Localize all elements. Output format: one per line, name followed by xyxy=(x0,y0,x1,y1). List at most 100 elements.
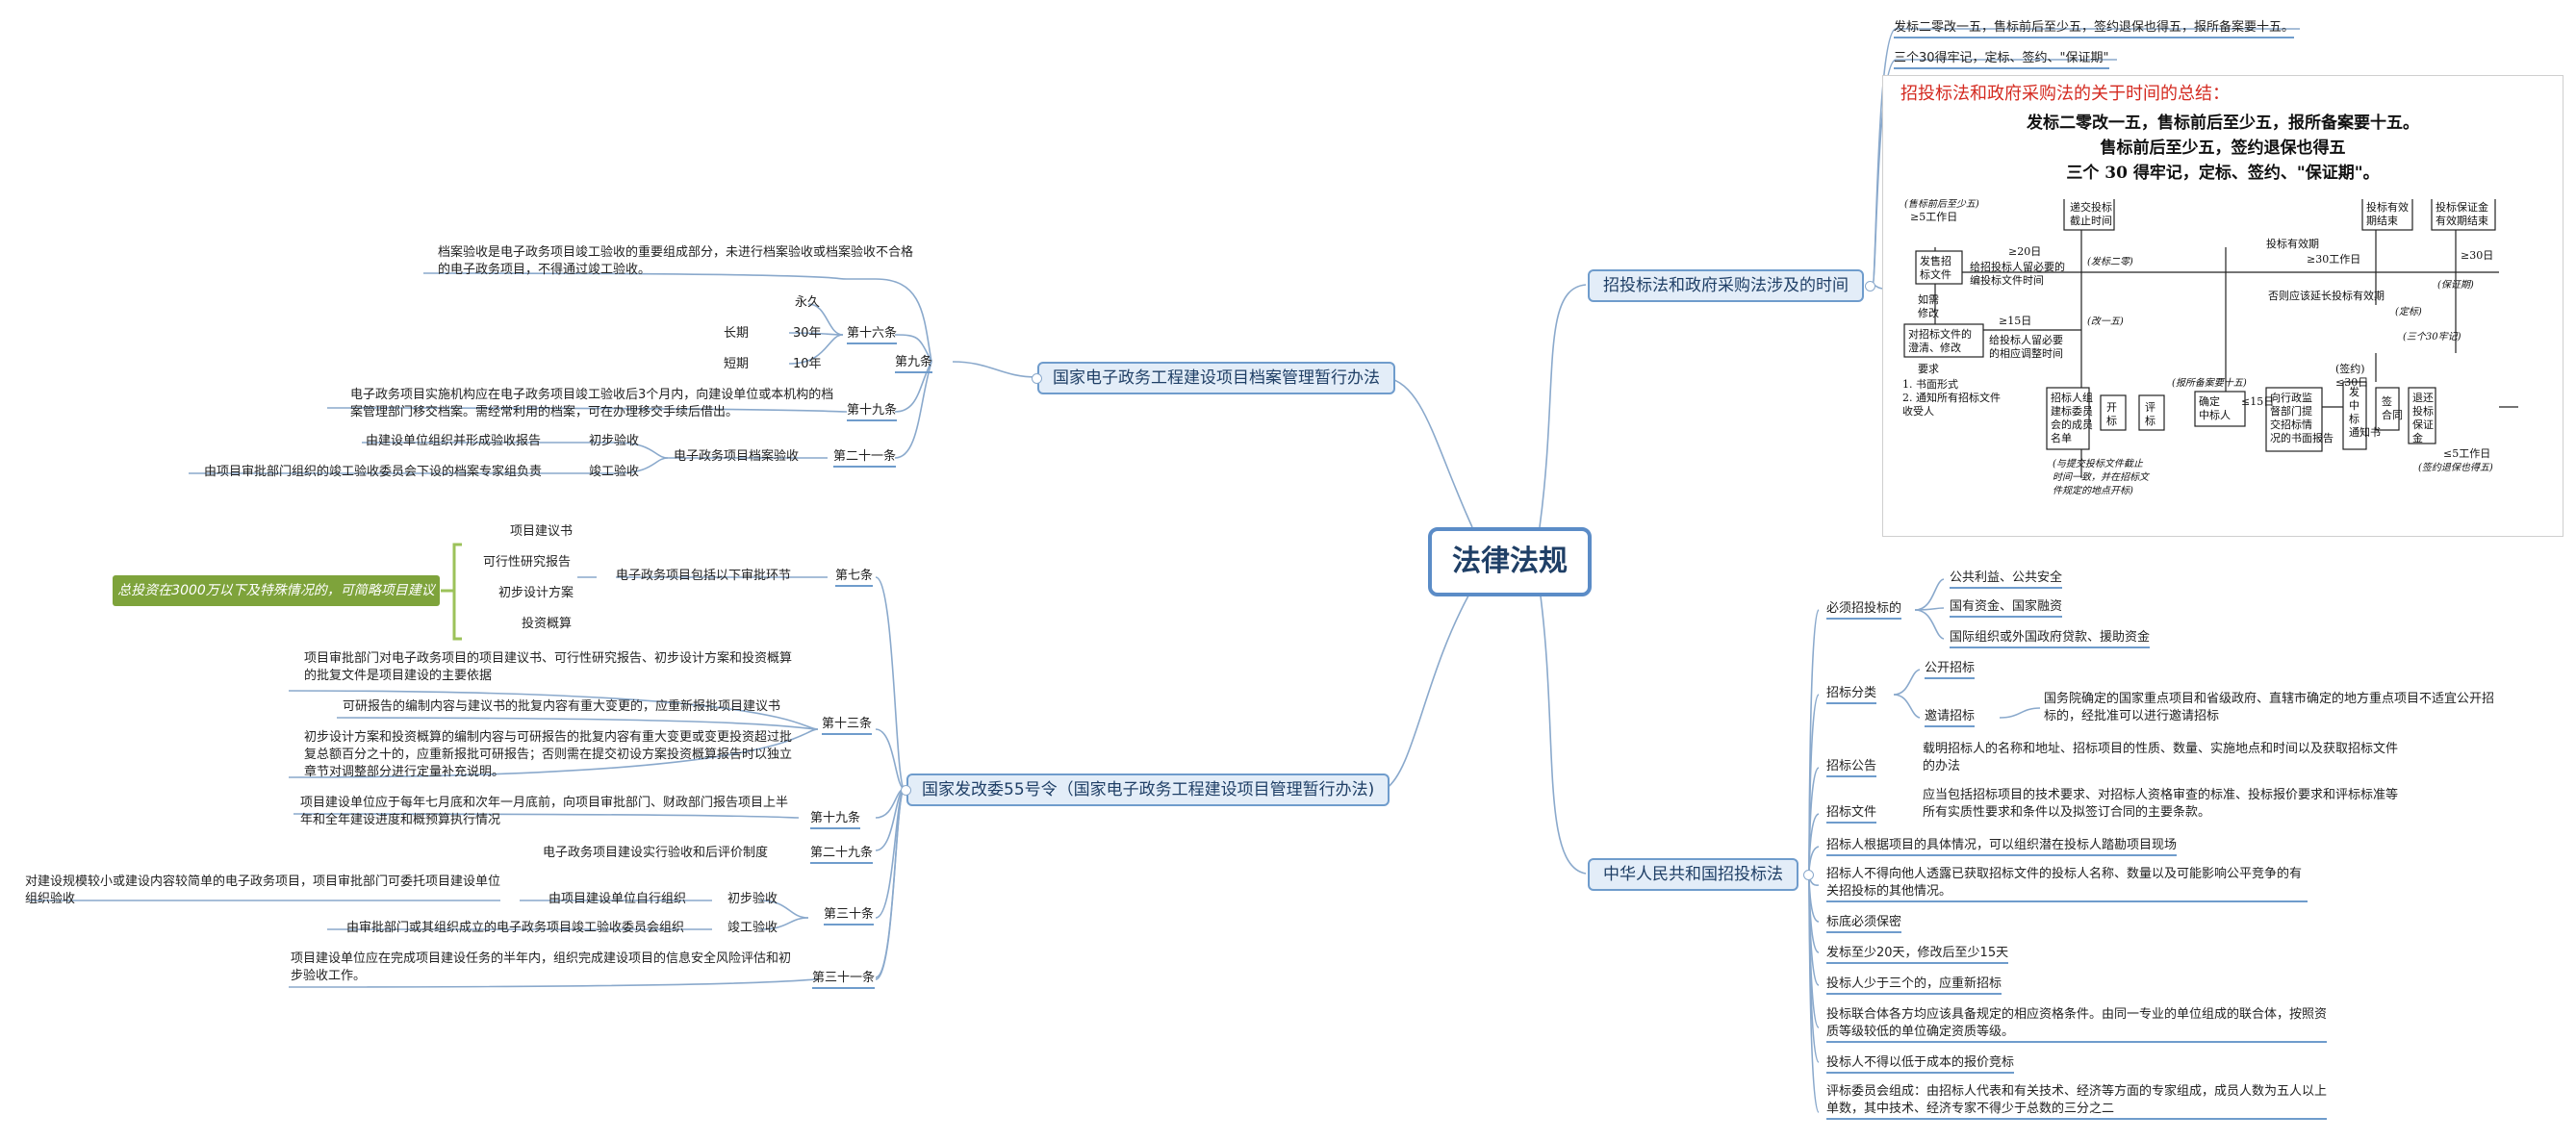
box-committee: 招标人组 xyxy=(2051,391,2093,404)
article-21-label[interactable]: 第二十一条 xyxy=(833,448,897,468)
article-31-text: 项目建设单位应在完成项目建设任务的半年内，组织完成建设项目的信息安全风险评估和初… xyxy=(291,951,792,983)
box-clarify: 对招标文件的 xyxy=(1908,327,1972,341)
svg-text:(保证期): (保证期) xyxy=(2437,279,2474,291)
svg-text:投标有效期: 投标有效期 xyxy=(2266,237,2319,250)
retention-long: 长期 xyxy=(724,326,750,341)
summary-line-1: 发标二零改一五，售标前后至少五，签约退保也得五，报所备案要十五。 xyxy=(1894,19,2295,38)
final-acceptance-text: 由审批部门或其组织成立的电子政务项目竣工验收委员会组织 xyxy=(346,921,685,935)
root-node[interactable]: 法律法规 xyxy=(1428,527,1592,596)
svg-text:(签约退保也得五): (签约退保也得五) xyxy=(2418,462,2493,473)
collapse-toggle-icon[interactable] xyxy=(1803,870,1814,880)
law-item-1: 招标人根据项目的具体情况，可以组织潜在投标人踏勘项目现场 xyxy=(1826,837,2178,856)
retention-short: 短期 xyxy=(724,357,750,371)
collapse-toggle-icon[interactable] xyxy=(1865,281,1875,292)
law-item-8: 评标委员会组成：由招标人代表和有关技术、经济等方面的专家组成，成员人数为五人以上… xyxy=(1826,1083,2327,1120)
branch-ndrc-order-55[interactable]: 国家发改委55号令（国家电子政务工程建设项目管理暂行办法) xyxy=(906,773,1390,806)
branch-bidding-time[interactable]: 招投标法和政府采购法涉及的时间 xyxy=(1588,269,1864,302)
svg-text:督部门提: 督部门提 xyxy=(2270,404,2312,418)
bid-docs-label[interactable]: 招标文件 xyxy=(1826,804,1877,824)
final-acceptance-text: 由项目审批部门组织的竣工验收委员会下设的档案专家组负责 xyxy=(204,465,543,479)
archive-acceptance: 电子政务项目档案验收 xyxy=(674,449,800,464)
figure-line-1: 发标二零改一五，售标前后至少五，报所备案要十五。 xyxy=(2027,114,2419,133)
article-9-label[interactable]: 第九条 xyxy=(895,354,933,373)
svg-text:给招投标人留必要的: 给招投标人留必要的 xyxy=(1970,260,2065,273)
article-19-text: 电子政务项目实施机构应在电子政务项目竣工验收后3个月内，向建设单位或本机构的档案… xyxy=(350,388,834,419)
svg-text:有效期结束: 有效期结束 xyxy=(2436,214,2488,227)
figure-title: 招投标法和政府采购法的关于时间的总结： xyxy=(1900,84,2230,104)
preliminary-acceptance-text: 由项目建设单位自行组织 xyxy=(548,892,687,906)
svg-text:件规定的地点开标): 件规定的地点开标) xyxy=(2053,485,2133,496)
box-refund-bond: 退还 xyxy=(2412,392,2434,404)
box-open: 开 xyxy=(2106,401,2117,414)
bid-notice-text: 载明招标人的名称和地址、招标项目的性质、数量、实施地点和时间以及获取招标文件的办… xyxy=(1923,742,2399,773)
step-feasibility: 可行性研究报告 xyxy=(483,555,572,570)
svg-text:投标: 投标 xyxy=(2412,404,2434,418)
collapse-toggle-icon[interactable] xyxy=(901,785,911,796)
step-proposal: 项目建议书 xyxy=(510,524,574,539)
box-report: 向行政监 xyxy=(2270,391,2312,404)
bid-docs-text: 应当包括招标项目的技术要求、对招标人资格审查的标准、投标报价要求和评标标准等所有… xyxy=(1923,788,2399,820)
svg-text:合同: 合同 xyxy=(2382,408,2403,421)
collapse-toggle-icon[interactable] xyxy=(1032,373,1042,384)
svg-text:中: 中 xyxy=(2349,399,2359,412)
invited-bidding-text: 国务院确定的国家重点项目和省级政府、直辖市确定的地方重点项目不适宜公开招标的，经… xyxy=(2044,692,2495,723)
svg-text:(定标): (定标) xyxy=(2395,306,2422,317)
article-19-label[interactable]: 第十九条 xyxy=(847,402,898,421)
open-bidding: 公开招标 xyxy=(1925,660,1976,679)
svg-text:期结束: 期结束 xyxy=(2366,215,2398,227)
article-9-text: 档案验收是电子政务项目竣工验收的重要组成部分，未进行档案验收或档案验收不合格的电… xyxy=(438,245,914,277)
article-13-label[interactable]: 第十三条 xyxy=(822,716,873,735)
svg-text:中标人: 中标人 xyxy=(2199,408,2231,421)
svg-text:修改: 修改 xyxy=(1918,306,1939,319)
article-29-text: 电子政务项目建设实行验收和后评价制度 xyxy=(543,846,769,860)
svg-text:≥5工作日: ≥5工作日 xyxy=(1910,211,1957,223)
svg-text:≥30工作日: ≥30工作日 xyxy=(2307,253,2360,266)
svg-text:标: 标 xyxy=(2349,412,2359,425)
box-evaluate: 评 xyxy=(2145,401,2155,414)
article-7-text: 电子政务项目包括以下审批环节 xyxy=(616,569,792,583)
svg-text:要求: 要求 xyxy=(1918,363,1939,375)
article-19-label[interactable]: 第十九条 xyxy=(810,810,861,829)
box-bid-deadline: 递交投标 xyxy=(2070,200,2112,214)
svg-text:标: 标 xyxy=(2145,414,2155,427)
branch-archive-management[interactable]: 国家电子政务工程建设项目档案管理暂行办法 xyxy=(1037,362,1395,394)
svg-text:(与提交投标文件截止: (与提交投标文件截止 xyxy=(2053,458,2144,469)
law-item-4: 发标至少20天，修改后至少15天 xyxy=(1826,945,2009,964)
bid-notice-label[interactable]: 招标公告 xyxy=(1826,758,1877,777)
law-item-6: 投标联合体各方均应该具备规定的相应资格条件。由同一专业的单位组成的联合体，按照资… xyxy=(1826,1006,2327,1043)
retention-forever: 永久 xyxy=(795,295,821,310)
article-30-label[interactable]: 第三十条 xyxy=(824,906,875,925)
preliminary-acceptance-text: 由建设单位组织并形成验收报告 xyxy=(366,434,542,448)
svg-text:否则应该延长投标有效期: 否则应该延长投标有效期 xyxy=(2268,289,2385,302)
must-bid-label[interactable]: 必须招投标的 xyxy=(1826,600,1902,620)
bid-classification-label[interactable]: 招标分类 xyxy=(1826,685,1877,704)
time-summary-figure: 招投标法和政府采购法的关于时间的总结： 发标二零改一五，售标前后至少五，报所备案… xyxy=(1882,75,2563,537)
svg-text:保证: 保证 xyxy=(2412,418,2434,431)
box-validity-end: 投标有效 xyxy=(2366,200,2409,214)
branch-bidding-law[interactable]: 中华人民共和国招投标法 xyxy=(1588,858,1798,891)
preliminary-acceptance-label: 初步验收 xyxy=(589,434,640,448)
law-item-3: 标底必须保密 xyxy=(1826,914,1902,933)
svg-text:给投标人留必要: 给投标人留必要 xyxy=(1989,333,2063,346)
final-acceptance-label: 竣工验收 xyxy=(727,921,778,935)
law-item-2: 招标人不得向他人透露已获取招标文件的投标人名称、数量以及可能影响公平竞争的有关招… xyxy=(1826,866,2308,902)
svg-text:(改一五): (改一五) xyxy=(2087,316,2124,327)
svg-text:编投标文件时间: 编投标文件时间 xyxy=(1970,273,2044,287)
must-bid-item-3: 国际组织或外国政府贷款、援助资金 xyxy=(1950,629,2151,648)
svg-text:1. 书面形式: 1. 书面形式 xyxy=(1902,378,1958,391)
svg-text:(报所备案要十五): (报所备案要十五) xyxy=(2172,377,2247,389)
svg-text:标: 标 xyxy=(2106,414,2117,427)
svg-text:≤5工作日: ≤5工作日 xyxy=(2443,447,2490,460)
article-31-label[interactable]: 第三十一条 xyxy=(812,970,876,989)
article-7-label[interactable]: 第七条 xyxy=(835,568,874,587)
svg-text:≥20日: ≥20日 xyxy=(2008,245,2041,258)
box-award-notice: 发 xyxy=(2349,385,2359,398)
svg-text:的相应调整时间: 的相应调整时间 xyxy=(1989,346,2063,360)
article-29-label[interactable]: 第二十九条 xyxy=(810,845,874,864)
svg-text:况的书面报告: 况的书面报告 xyxy=(2270,431,2334,444)
svg-text:2. 通知所有招标文件: 2. 通知所有招标文件 xyxy=(1902,391,2001,404)
svg-text:(签约): (签约) xyxy=(2335,362,2365,375)
svg-text:≥15日: ≥15日 xyxy=(1999,315,2031,327)
article-16-label[interactable]: 第十六条 xyxy=(847,325,898,344)
